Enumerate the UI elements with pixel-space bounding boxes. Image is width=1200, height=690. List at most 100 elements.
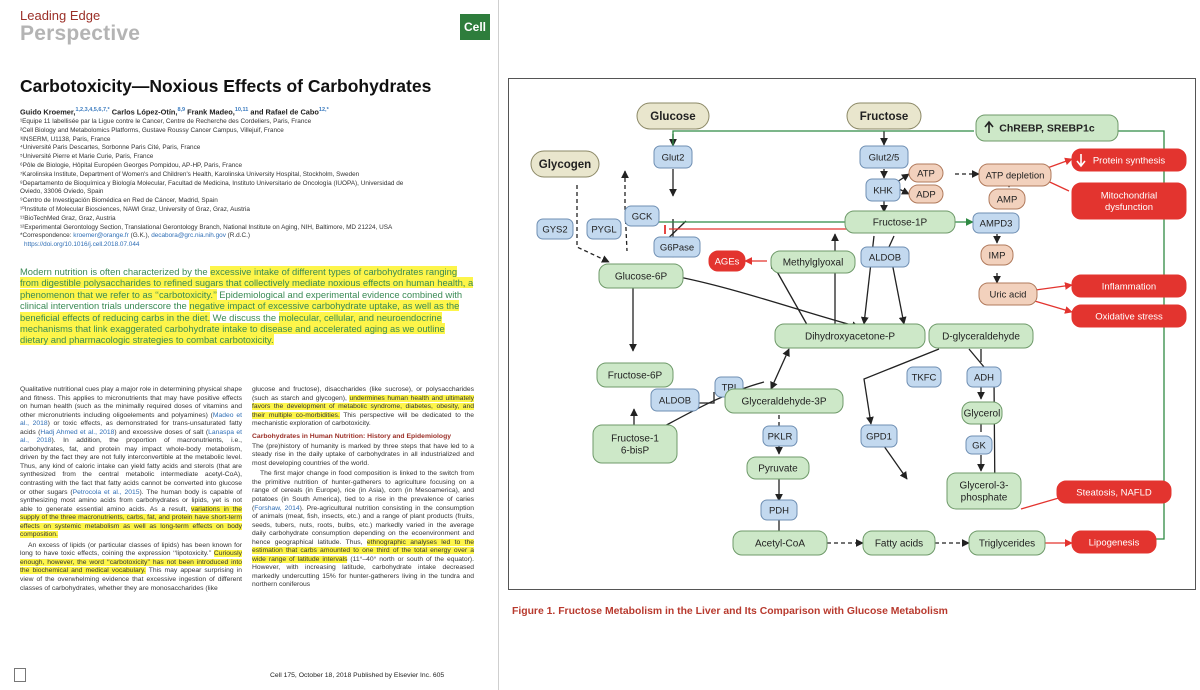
chrebp-node [975, 114, 1119, 142]
protein-synthesis-label: Protein synthesis [1093, 155, 1166, 166]
adp-node [908, 184, 944, 204]
g6pase-node [653, 236, 701, 258]
lipogenesis-node [1071, 530, 1157, 554]
correspondence: *Correspondence: kroemer@orange.fr (G.K.… [20, 232, 490, 241]
text-run: This may appear surprising in view of th… [20, 567, 242, 592]
triglycerides-label: Triglycerides [979, 539, 1035, 550]
aldob1-label: ALDOB [869, 252, 901, 263]
glucose6p-label: Glucose-6P [615, 272, 668, 283]
email-link[interactable]: kroemer@orange.fr [73, 232, 129, 240]
text-run: glucose and fructose), disaccharides (li… [252, 386, 474, 402]
chrebp-label: ChREBP, SREBP1c [999, 123, 1095, 135]
ga3p-node [724, 388, 844, 414]
khk-label: KHK [873, 185, 893, 196]
inflammation-node [1071, 274, 1187, 298]
text-run[interactable]: Petrocola et al., 2015 [72, 488, 140, 496]
glycerol-node [961, 401, 1003, 425]
down-arrow-icon [1076, 154, 1086, 168]
dglyceraldehyde-node [928, 323, 1034, 349]
pathway-arrow [576, 185, 610, 263]
atp-depletion-node [978, 163, 1052, 187]
adh-label: ADH [974, 372, 994, 383]
fattyacids-node [862, 530, 936, 556]
pygl-label: PYGL [591, 224, 616, 235]
tkfc-node [906, 366, 942, 388]
affiliation-line: ¹²Experimental Gerontology Section, Tran… [20, 223, 393, 231]
doi-link[interactable]: https://doi.org/10.1016/j.cell.2018.07.0… [24, 241, 140, 249]
dhap-label: Dihydroxyacetone-P [805, 332, 895, 343]
aldob2-label: ALDOB [659, 395, 691, 406]
pathway-arrow [621, 170, 629, 252]
amp-label: AMP [997, 194, 1018, 205]
paragraph: The first major change in food compositi… [252, 470, 474, 590]
gys2-label: GYS2 [542, 224, 567, 235]
text-run: The first major change in food compositi… [252, 470, 474, 512]
fructose6p-label: Fructose-6P [608, 371, 663, 382]
protein-synthesis-node [1071, 148, 1187, 172]
text-run: The (pre)history of humanity is marked b… [252, 442, 474, 467]
paragraph: The (pre)history of humanity is marked b… [252, 443, 474, 469]
mito-label: dysfunction [1105, 202, 1153, 213]
correspondence-text: *Correspondence: [20, 232, 74, 240]
acetylcoa-label: Acetyl-CoA [755, 539, 805, 550]
article-page: Leading Edge Perspective Cell Carbotoxic… [0, 0, 499, 690]
affiliation-line: ¹Equipe 11 labellisée par la Ligue contr… [20, 118, 312, 125]
ga3p-label: Glyceraldehyde-3P [741, 397, 826, 408]
oxidative-stress-label: Oxidative stress [1095, 311, 1163, 322]
affiliation-line: ⁵Université Pierre et Marie Curie, Paris… [20, 153, 154, 161]
glycogen-label: Glycogen [539, 159, 591, 171]
affiliation-line: ⁹Centro de Investigación Biomédica en Re… [20, 197, 218, 205]
page-footer: Cell 175, October 18, 2018 Published by … [270, 672, 445, 679]
atp-node [908, 163, 944, 183]
tpi-label: TPI [722, 382, 737, 393]
author-name: Carlos López-Otín, [109, 107, 178, 117]
pygl-node [586, 218, 622, 240]
triglycerides-node [968, 530, 1046, 556]
pyruvate-node [746, 456, 810, 480]
text-run: ). In addition, the proportion of macron… [20, 437, 242, 496]
gys2-node [536, 218, 574, 240]
tkfc-label: TKFC [912, 372, 937, 383]
cell-logo: Cell [460, 14, 490, 40]
glut25-node [859, 145, 909, 169]
text-run[interactable]: Hadj Ahmed et al., 2018 [40, 428, 115, 436]
glucose-label: Glucose [650, 111, 695, 123]
affiliation-line: Oviedo, 33006 Oviedo, Spain [20, 188, 104, 196]
up-arrow-icon [984, 120, 994, 133]
text-run[interactable]: Lanaspa et al., 2018 [20, 428, 242, 445]
pklr-node [762, 425, 798, 447]
text-run[interactable]: Forshaw, 2014 [254, 504, 300, 512]
author-name: and Rafael de Cabo [248, 107, 319, 117]
pyruvate-label: Pyruvate [758, 464, 798, 475]
email-link[interactable]: decabora@grc.nia.nih.gov [151, 232, 226, 240]
text-run[interactable]: Madeo et al., 2018 [20, 411, 242, 428]
gk-label: GK [972, 440, 986, 451]
steatosis-label: Steatosis, NAFLD [1076, 487, 1152, 498]
abstract-run: Epidemiological and experimental evidenc… [20, 288, 463, 312]
ages-label: AGEs [715, 256, 740, 267]
article-title: Carbotoxicity—Noxious Effects of Carbohy… [20, 76, 432, 96]
atp-label: ATP [917, 168, 935, 179]
acetylcoa-node [732, 530, 828, 556]
glycerol-label: Glycerol [964, 409, 1001, 420]
abstract: Modern nutrition is often characterized … [20, 266, 475, 346]
imp-label: IMP [989, 250, 1006, 261]
text-run: ) or toxic effects, as demonstrated for … [20, 420, 242, 436]
glycerol3p-label: phosphate [961, 493, 1008, 504]
glut25-label: Glut2/5 [869, 152, 900, 163]
ages-node [708, 250, 746, 272]
mito-node [1071, 182, 1187, 220]
ampd3-label: AMPD3 [980, 218, 1013, 229]
paragraph: glucose and fructose), disaccharides (li… [252, 386, 474, 429]
uric-acid-label: Uric acid [990, 289, 1027, 300]
section-label: Leading Edge [20, 8, 101, 23]
adp-label: ADP [916, 189, 936, 200]
lipogenesis-label: Lipogenesis [1089, 537, 1140, 548]
article-type-label: Perspective [20, 22, 141, 45]
author-affiliation-marks: 10,11 [234, 107, 249, 113]
author-list: Guido Kroemer,1,2,3,4,5,6,7,* Carlos Lóp… [20, 107, 329, 116]
f16bp-node [592, 424, 678, 464]
figure-caption: Figure 1. Fructose Metabolism in the Liv… [512, 606, 948, 617]
affiliation-line: ¹⁰Institute of Molecular Biosciences, NA… [20, 205, 250, 213]
